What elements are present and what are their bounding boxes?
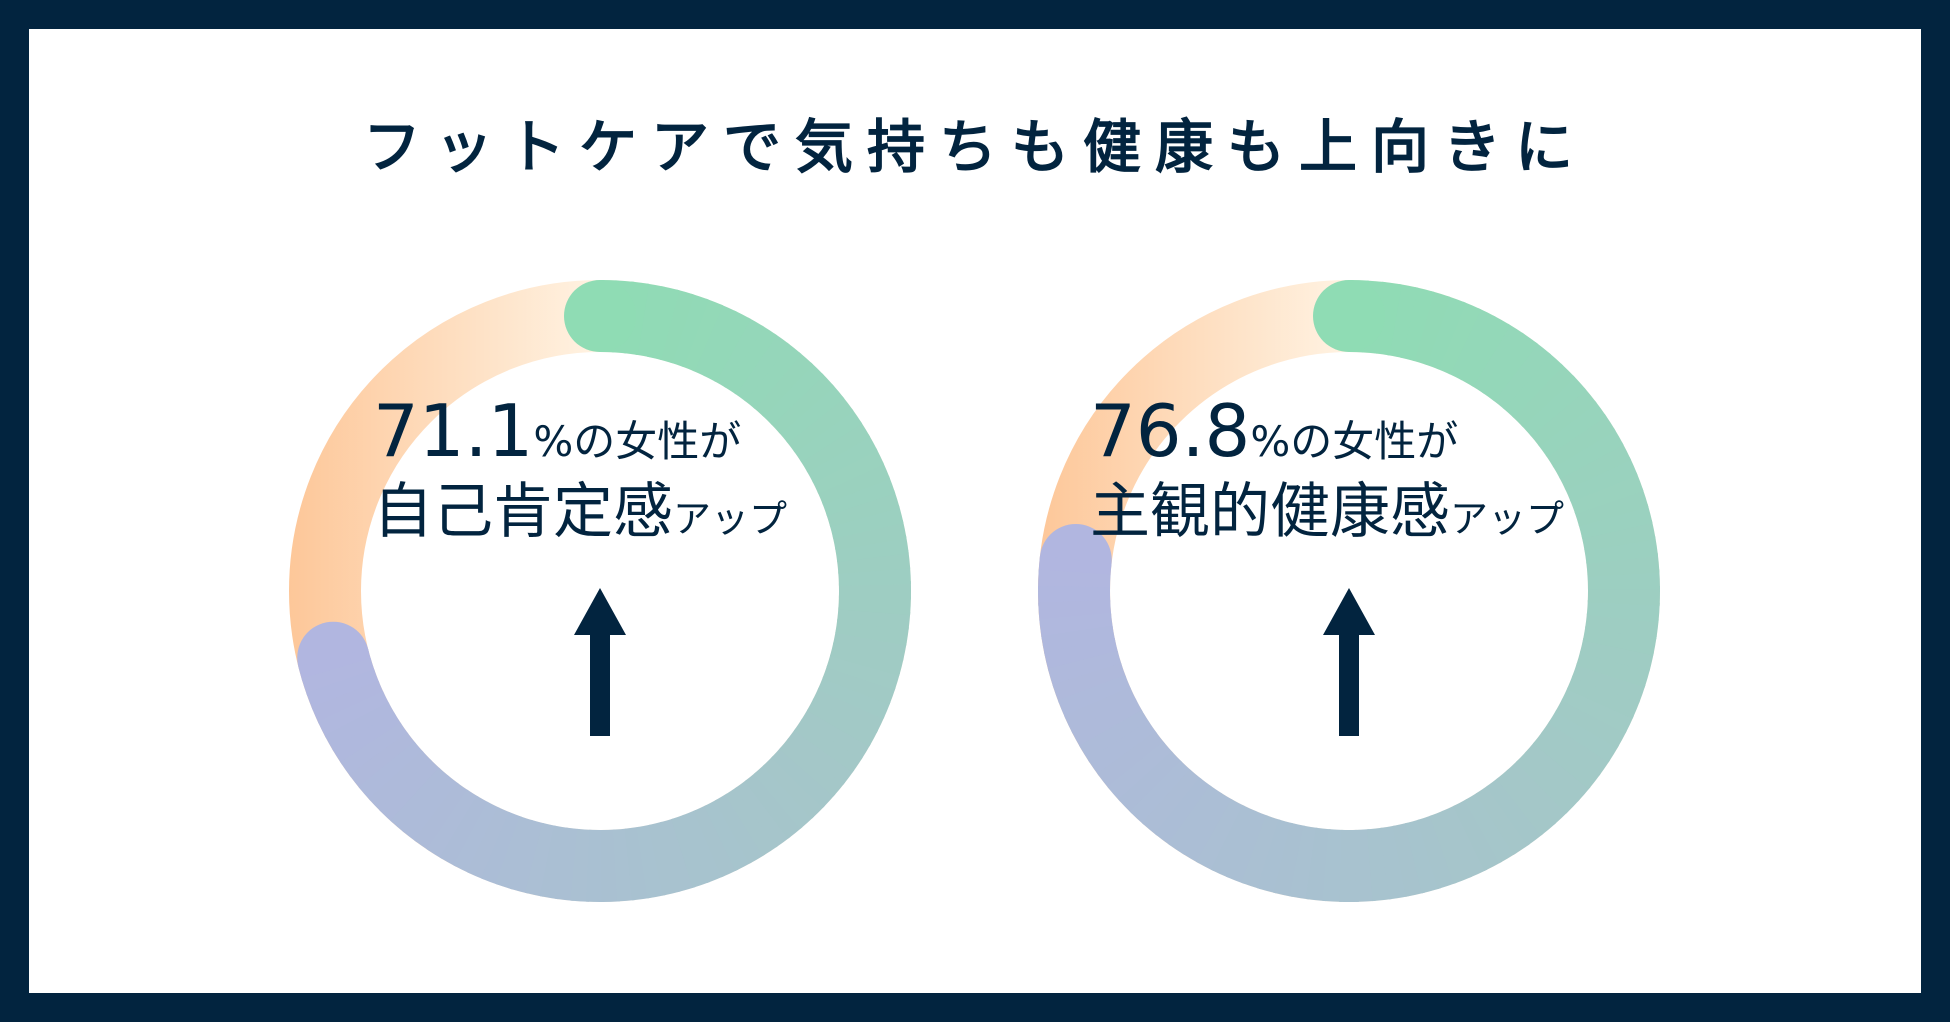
donut-2-value: 76.8: [1090, 389, 1251, 473]
donut-1-suffix: %の女性が: [533, 417, 742, 466]
donut-1-headline: 71.1%の女性が: [373, 395, 741, 467]
arc-start-cap: [564, 280, 636, 352]
arrow-up-icon: [1323, 588, 1375, 736]
donut-2-suffix: %の女性が: [1250, 417, 1459, 466]
donut-2-caption-main: 主観的健康感: [1090, 477, 1450, 547]
donut-1-caption-small: アップ: [673, 497, 788, 541]
arrow-up-icon: [574, 588, 626, 736]
donut-2-caption-small: アップ: [1450, 497, 1565, 541]
donut-1-value-arc: [297, 280, 911, 902]
arc-start-cap: [1313, 280, 1385, 352]
donut-1-value: 71.1: [373, 389, 534, 473]
donut-1-caption: 自己肯定感アップ: [373, 482, 787, 542]
donut-2-value-arc: [1037, 280, 1661, 902]
donut-1-caption-main: 自己肯定感: [373, 477, 673, 547]
page-title: フットケアで気持ちも健康も上向きに: [362, 113, 1587, 181]
donut-2-headline: 76.8%の女性が: [1090, 395, 1458, 467]
donut-2-caption: 主観的健康感アップ: [1090, 482, 1564, 542]
